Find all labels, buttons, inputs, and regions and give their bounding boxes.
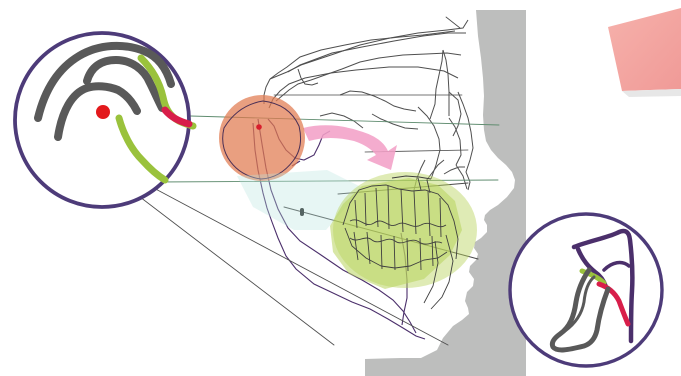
tmj-condyle-inset-icon [15, 33, 193, 207]
condyle-highlight [219, 95, 305, 181]
top-right-corner-shape [608, 8, 681, 97]
condyle-point-icon [256, 124, 262, 130]
tmj-condyle-dot-icon [96, 105, 110, 119]
mandible-ramus-inset-icon [510, 214, 662, 366]
